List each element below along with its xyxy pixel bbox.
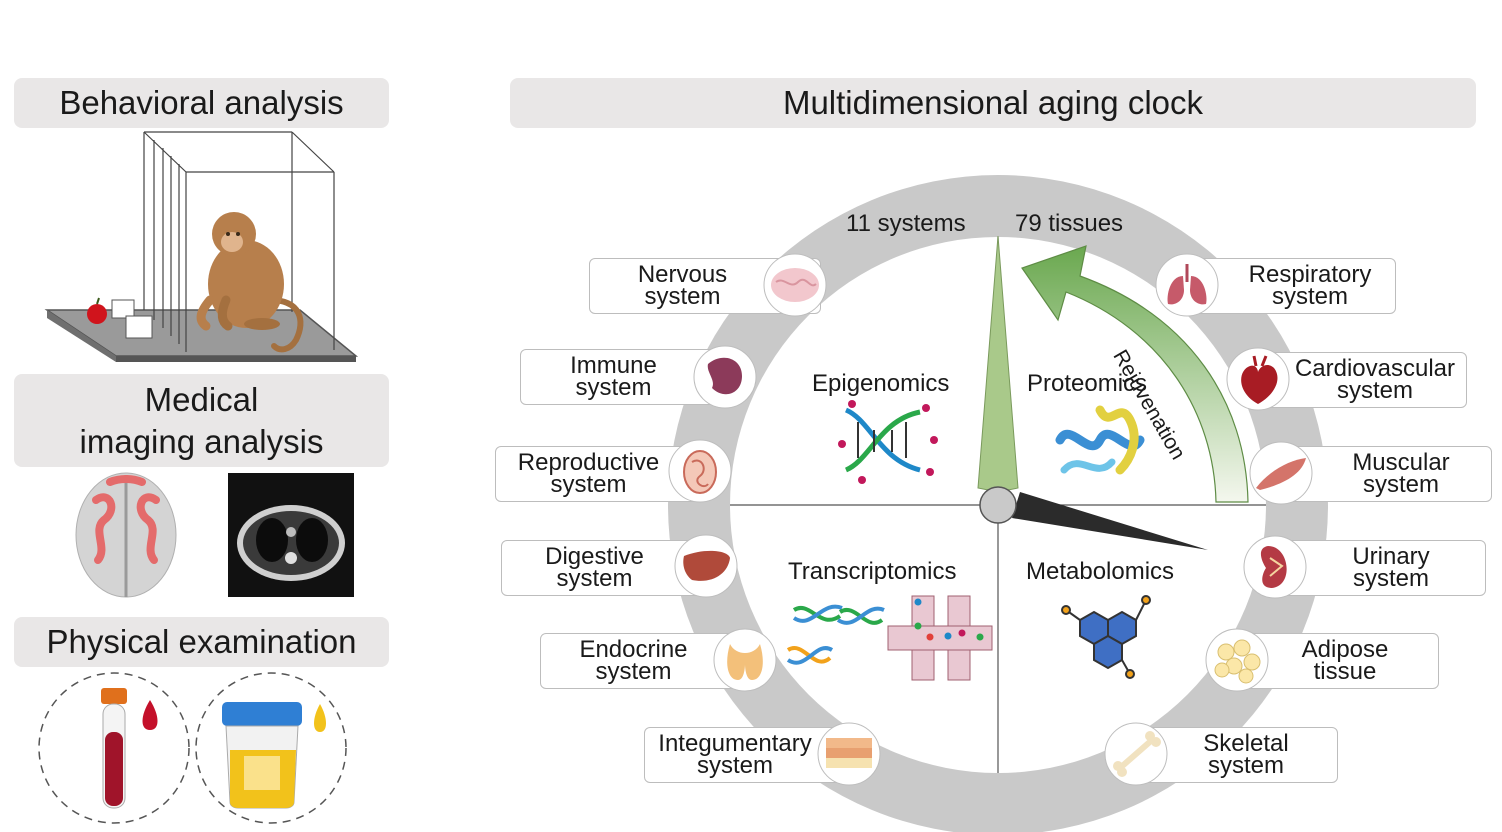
dna-methylation-icon bbox=[838, 400, 938, 484]
rejuvenation-arrow bbox=[1021, 245, 1249, 503]
label-line1: Respiratory bbox=[1248, 261, 1372, 288]
protein-helix-icon bbox=[1055, 405, 1145, 475]
physical-examination-header: Physical examination bbox=[14, 617, 389, 667]
blood-tube-icon bbox=[38, 672, 190, 824]
metabolite-molecule-icon bbox=[1061, 595, 1151, 679]
label-line1: Digestive bbox=[545, 543, 644, 570]
brain-scan-icon bbox=[75, 472, 177, 598]
behavioral-analysis-header: Behavioral analysis bbox=[14, 78, 389, 128]
label-line1: Nervous bbox=[637, 261, 728, 288]
label-line1: Muscular bbox=[1352, 449, 1450, 476]
label-line2: system bbox=[1362, 471, 1439, 498]
quadrant-metabolomics: Metabolomics bbox=[1026, 558, 1175, 585]
label-line2: system bbox=[595, 658, 672, 685]
food-block-icon bbox=[111, 299, 153, 339]
rna-strands-icon bbox=[786, 604, 885, 665]
medical-imaging-title-line2: imaging analysis bbox=[79, 422, 324, 460]
label-line1: Endocrine bbox=[579, 636, 688, 663]
aging-clock-header: Multidimensional aging clock bbox=[510, 78, 1476, 128]
medical-imaging-title-line1: Medical bbox=[144, 380, 259, 418]
label-line1: Immune bbox=[570, 352, 657, 379]
label-line2: system bbox=[1336, 377, 1413, 404]
cell-signaling-icon bbox=[887, 595, 993, 681]
left-illustrations bbox=[38, 131, 359, 824]
chest-ct-icon bbox=[228, 473, 354, 597]
hour-hand bbox=[1012, 492, 1208, 550]
label-line2: tissue bbox=[1313, 658, 1377, 685]
apple-icon bbox=[87, 297, 107, 324]
label-line2: system bbox=[1271, 283, 1348, 310]
aging-clock-title: Multidimensional aging clock bbox=[782, 84, 1204, 122]
label-line2: system bbox=[696, 752, 773, 779]
label-line2: system bbox=[556, 565, 633, 592]
label-line1: Integumentary bbox=[658, 730, 812, 757]
label-line1: Urinary bbox=[1352, 543, 1430, 570]
quadrant-transcriptomics: Transcriptomics bbox=[788, 558, 957, 585]
label-line2: system bbox=[644, 283, 721, 310]
label-line1: Reproductive bbox=[517, 449, 660, 476]
label-line1: Adipose bbox=[1301, 636, 1389, 663]
label-line1: Skeletal bbox=[1203, 730, 1289, 757]
tissues-count: 79 tissues bbox=[1015, 210, 1124, 237]
physical-examination-title: Physical examination bbox=[46, 623, 357, 661]
clock-center-pin bbox=[979, 486, 1017, 524]
monkey-icon bbox=[196, 212, 304, 353]
quadrant-proteomics: Proteomics bbox=[1027, 370, 1148, 397]
cage-icon bbox=[44, 131, 359, 362]
label-line2: system bbox=[550, 471, 627, 498]
label-line2: system bbox=[1207, 752, 1284, 779]
urine-cup-icon bbox=[195, 672, 347, 824]
label-line2: system bbox=[575, 374, 652, 401]
systems-count: 11 systems bbox=[846, 210, 966, 237]
behavioral-analysis-title: Behavioral analysis bbox=[59, 84, 344, 122]
medical-imaging-header: Medical imaging analysis bbox=[14, 374, 389, 467]
label-line2: system bbox=[1352, 565, 1429, 592]
label-line1: Cardiovascular bbox=[1294, 355, 1456, 382]
quadrant-epigenomics: Epigenomics bbox=[812, 370, 950, 397]
